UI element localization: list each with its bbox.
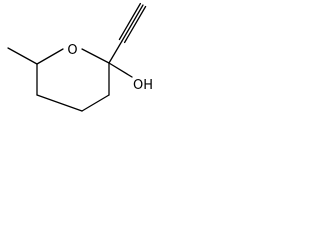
bond-c2-oh bbox=[108, 62, 133, 78]
bond-c2-ethynyl bbox=[108, 40, 123, 64]
bond-triple bbox=[118, 2, 147, 44]
bond-c6-o1 bbox=[36, 48, 64, 65]
hydroxyl-label: OH bbox=[133, 78, 153, 93]
structure-diagram: O OH bbox=[7, 2, 153, 112]
bond-c4-c5 bbox=[36, 94, 83, 112]
ring-oxygen-label: O bbox=[67, 43, 77, 58]
bond-c3-c4 bbox=[81, 94, 110, 112]
bond-methyl bbox=[7, 47, 38, 65]
bond-o1-c2 bbox=[81, 48, 110, 64]
